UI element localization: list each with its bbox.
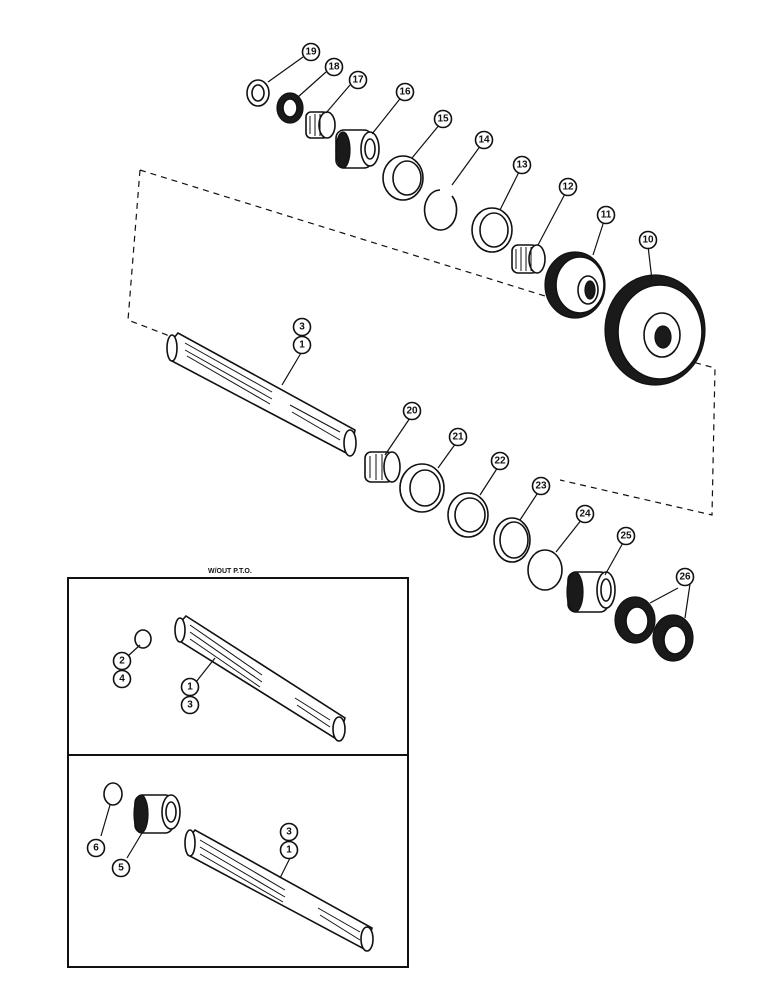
svg-text:4: 4 [119,674,125,685]
svg-text:23: 23 [535,481,547,492]
svg-text:15: 15 [437,114,449,125]
callout-1-inset: 1 [180,677,200,697]
svg-text:24: 24 [579,509,591,520]
callout-11: 11 [596,205,616,225]
callout-2-inset: 2 [112,651,132,671]
part-17-bearing [305,111,336,139]
inset-lower-plug [103,782,123,806]
callout-15: 15 [433,109,453,129]
callout-13: 13 [512,155,532,175]
inset-lower-shaft [184,828,374,952]
callout-3-main-shaft: 3 [292,317,312,337]
part-21-ring [399,463,445,513]
main-shaft [166,331,357,457]
svg-text:13: 13 [516,160,528,171]
svg-text:17: 17 [352,75,364,86]
part-22-ring [447,492,489,538]
svg-text:2: 2 [119,656,125,667]
leader-lines [100,56,691,879]
part-14-snap-ring [423,189,458,231]
part-26-seal-front [614,596,656,644]
callout-12: 12 [558,177,578,197]
svg-text:18: 18 [328,62,340,73]
svg-text:19: 19 [305,47,317,58]
part-13-ring [471,207,513,253]
svg-text:26: 26 [679,572,691,583]
inset-upper-shaft [174,614,346,742]
callout-3-inset: 3 [180,695,200,715]
svg-text:5: 5 [118,863,124,874]
svg-text:12: 12 [562,182,574,193]
callout-18: 18 [324,57,344,77]
svg-text:1: 1 [187,682,193,693]
svg-text:20: 20 [406,406,418,417]
callout-4-inset: 4 [112,669,132,689]
callout-26: 26 [675,567,695,587]
callout-10: 10 [638,230,658,250]
callout-19: 19 [301,42,321,62]
dashed-group-outline [127,169,716,516]
svg-text:21: 21 [452,432,464,443]
part-16-bearing-cup [335,129,380,169]
svg-text:3: 3 [286,827,292,838]
svg-text:6: 6 [93,843,99,854]
svg-text:1: 1 [286,845,292,856]
callout-23: 23 [531,476,551,496]
inset-lower-bearing-cup [133,794,181,834]
callout-22: 22 [490,451,510,471]
part-23-ring [493,517,531,563]
svg-text:11: 11 [601,210,612,221]
inset-title: W/OUT P.T.O. [208,568,252,575]
part-24-o-ring [527,549,563,591]
callout-6-lower: 6 [86,838,106,858]
inset-upper-plug [134,629,152,649]
callout-17: 17 [348,70,368,90]
svg-text:14: 14 [478,135,490,146]
svg-text:10: 10 [642,235,654,246]
callout-5-lower: 5 [111,858,131,878]
part-20-needle-bearing [364,451,401,483]
part-11-gear [544,251,606,319]
svg-text:3: 3 [187,700,193,711]
callout-1-main-shaft: 1 [292,335,312,355]
callout-25: 25 [616,526,636,546]
svg-text:1: 1 [299,340,305,351]
inset-box-lower [67,754,409,968]
callout-3-lower: 3 [279,822,299,842]
part-15-ring [382,155,424,201]
part-12-needle-bearing [511,244,546,274]
callout-14: 14 [474,130,494,150]
part-10-gear [604,274,706,386]
part-25-bearing-cup [566,571,616,613]
svg-text:25: 25 [620,531,632,542]
svg-text:16: 16 [399,87,411,98]
part-18-seal [276,92,304,124]
callout-16: 16 [395,82,415,102]
svg-text:3: 3 [299,322,305,333]
callout-21: 21 [448,427,468,447]
callout-1-lower: 1 [279,840,299,860]
callout-20: 20 [402,401,422,421]
part-19-washer [246,79,270,107]
callout-24: 24 [575,504,595,524]
part-26-seal-rear [652,614,694,662]
svg-text:22: 22 [494,456,506,467]
